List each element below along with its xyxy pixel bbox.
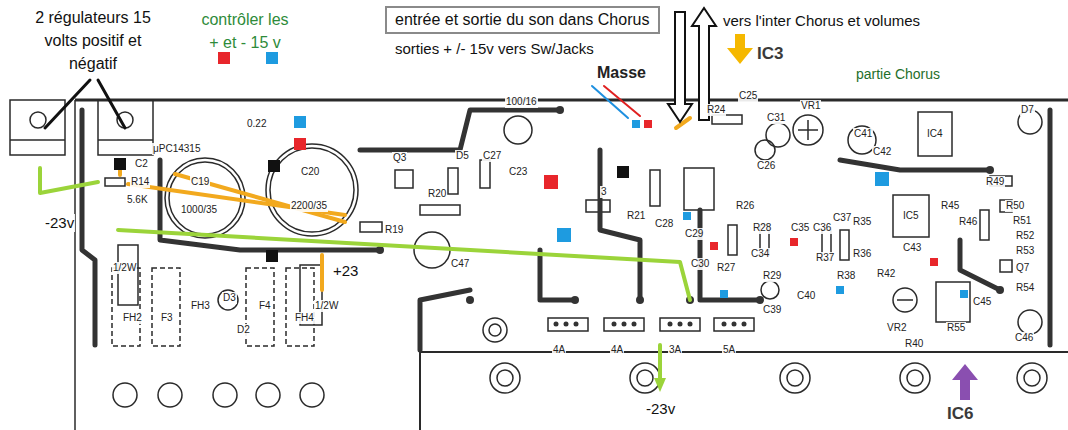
silkscreen-label: C39	[762, 304, 782, 316]
silkscreen-label: 100/16	[505, 96, 538, 108]
silkscreen-label: 2200/35	[290, 200, 328, 212]
silkscreen-label: IC5	[902, 210, 920, 222]
annotation-label: -23v	[44, 214, 75, 232]
annotation-label: 2 régulateurs 15 volts positif et négati…	[22, 6, 164, 76]
silkscreen-label: C40	[796, 290, 816, 302]
silkscreen-label: C41	[853, 128, 873, 140]
silkscreen-label: 5.6K	[126, 194, 149, 206]
silkscreen-label: IC4	[926, 128, 944, 140]
silkscreen-label: R46	[958, 216, 978, 228]
silkscreen-label: 4A	[552, 344, 566, 356]
note-text: entrée et sortie du son dans Chorus	[395, 11, 649, 29]
silkscreen-label: C34	[750, 248, 770, 260]
annotation-label: IC3	[756, 44, 784, 64]
silkscreen-label: R19	[384, 224, 404, 236]
silkscreen-label: C45	[972, 296, 992, 308]
annotation-label: sorties + /- 15v vers Sw/Jacks	[394, 40, 595, 58]
silkscreen-label: R20	[427, 188, 447, 200]
annotation-label: vers l'inter Chorus et volumes	[722, 12, 921, 30]
silkscreen-label: R28	[752, 222, 772, 234]
silkscreen-label: C47	[450, 258, 470, 270]
silkscreen-label: 3	[600, 186, 608, 198]
silkscreen-label: D3	[222, 292, 237, 304]
silkscreen-label: C30	[690, 258, 710, 270]
silkscreen-label: C46	[1014, 332, 1034, 344]
silkscreen-label: C35	[790, 222, 810, 234]
silkscreen-label: 4A	[610, 344, 624, 356]
annotation-label: Masse	[596, 63, 647, 82]
silkscreen-label: C37	[832, 212, 852, 224]
silkscreen-label: R50	[1005, 200, 1025, 212]
silkscreen-label: R40	[904, 338, 924, 350]
silkscreen-label: R24	[706, 104, 726, 116]
silkscreen-label: C28	[654, 218, 674, 230]
silkscreen-label: R52	[1015, 230, 1035, 242]
silkscreen-label: C36	[812, 222, 832, 234]
silkscreen-label: R29	[762, 270, 782, 282]
silkscreen-label: D5	[455, 150, 470, 162]
silkscreen-label: 5A	[722, 344, 736, 356]
silkscreen-label: F4	[258, 300, 272, 312]
silkscreen-label: R38	[836, 270, 856, 282]
silkscreen-label: Q3	[392, 152, 407, 164]
silkscreen-label: 1000/35	[180, 204, 218, 216]
silkscreen-label: 0.22	[246, 118, 267, 130]
silkscreen-label: C20	[300, 166, 320, 178]
silkscreen-label: R42	[876, 268, 896, 280]
silkscreen-label: C42	[872, 146, 892, 158]
silkscreen-label: R37	[815, 252, 835, 264]
silkscreen-label: F3	[160, 312, 174, 324]
boxed-note: entrée et sortie du son dans Chorus	[385, 6, 660, 34]
silkscreen-label: FH4	[294, 312, 315, 324]
silkscreen-label: R51	[1012, 215, 1032, 227]
silkscreen-label: C27	[482, 150, 502, 162]
silkscreen-label: C25	[738, 90, 758, 102]
annotation-label: -23v	[645, 400, 676, 418]
silkscreen-label: 1/2W	[112, 262, 137, 274]
silkscreen-label: 3A	[668, 344, 682, 356]
silkscreen-label: R49	[985, 176, 1005, 188]
silkscreen-label: C31	[766, 112, 786, 124]
silkscreen-label: C2	[134, 158, 149, 170]
silkscreen-label: D7	[1020, 104, 1035, 116]
silkscreen-label: μPC14315	[152, 143, 201, 155]
silkscreen-label: R27	[716, 262, 736, 274]
silkscreen-label: D2	[236, 324, 251, 336]
annotation-label: partie Chorus	[855, 66, 941, 83]
silkscreen-label: R35	[852, 216, 872, 228]
silkscreen-label: R55	[946, 322, 966, 334]
silkscreen-label: VR2	[886, 322, 907, 334]
silkscreen-label: R53	[1015, 245, 1035, 257]
silkscreen-label: 1/2W	[314, 300, 339, 312]
silkscreen-label: VR1	[800, 100, 821, 112]
annotation-label: contrôler les + et - 15 v	[196, 8, 294, 54]
silkscreen-label: Q7	[1015, 262, 1030, 274]
silkscreen-label: FH2	[122, 312, 143, 324]
silkscreen-label: R36	[852, 248, 872, 260]
silkscreen-label: C23	[508, 166, 528, 178]
silkscreen-label: C43	[902, 242, 922, 254]
annotation-label: +23	[332, 262, 359, 280]
silkscreen-label: C29	[684, 228, 704, 240]
silkscreen-label: FH3	[190, 300, 211, 312]
silkscreen-label: R26	[735, 200, 755, 212]
silkscreen-label: R54	[1015, 282, 1035, 294]
silkscreen-label: C26	[756, 160, 776, 172]
silkscreen-label: C19	[190, 176, 210, 188]
annotation-label: IC6	[946, 404, 974, 424]
silkscreen-label: R45	[940, 200, 960, 212]
silkscreen-label: R21	[626, 210, 646, 222]
silkscreen-label: R14	[130, 176, 150, 188]
